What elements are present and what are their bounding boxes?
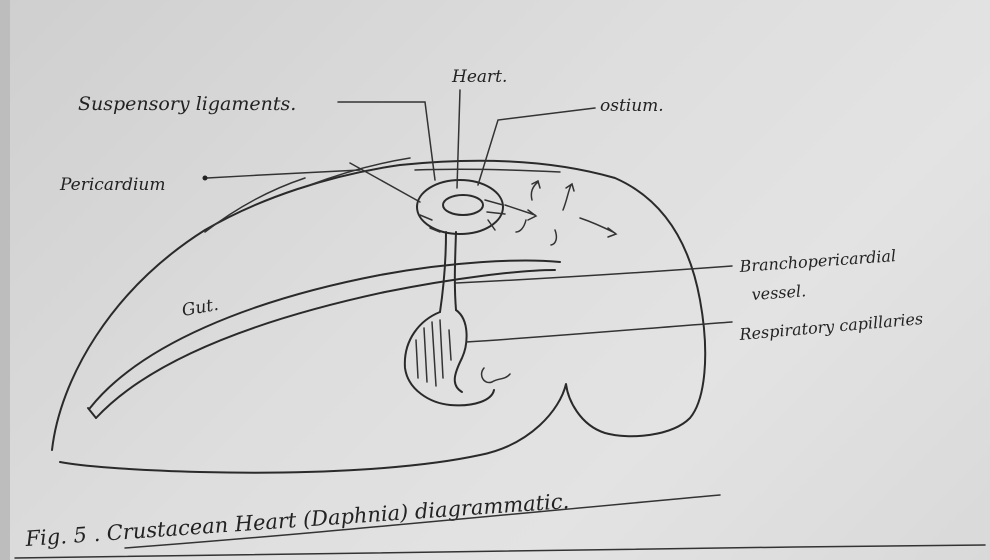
branchiopericardial-vessel [440,232,446,312]
small-mark [482,368,510,383]
body-outline [52,161,705,473]
heart-chamber [443,195,483,215]
label-branchiopericardial: Branchopericardial [738,246,897,276]
respiratory-organ [455,310,467,392]
flow-arrow [531,181,540,200]
label-respiratory-capillaries: Respiratory capillaries [738,309,924,344]
respiratory-capillary [416,340,418,378]
carapace-stroke [415,169,560,172]
flow-arrow [563,184,574,210]
leader-suspensory-1 [338,102,435,180]
flow-arrow [516,220,526,232]
gut [90,261,560,408]
leader-dot [203,176,208,181]
label-suspensory-ligaments: Suspensory ligaments. [78,93,296,115]
paper-edge [0,0,10,560]
respiratory-capillary [432,322,436,386]
flow-arrow [580,218,616,237]
flow-arrow [551,230,556,245]
branchiopericardial-vessel [455,232,456,310]
figure-caption: Fig. 5 . Crustacean Heart (Daphnia) diag… [24,489,570,551]
label-pericardium: Pericardium [59,175,165,195]
leader-ostium [478,108,595,185]
respiratory-organ [405,312,494,405]
leader-heart [457,90,460,188]
pericardial-sac [417,180,503,234]
leader-suspensory-2 [350,163,420,202]
respiratory-capillary [424,328,427,382]
label-ostium: ostium. [600,96,664,116]
gut-end [88,408,96,418]
flow-arrow [505,205,536,220]
leader-respiratory [466,322,732,342]
gut [96,270,555,418]
respiratory-capillary [440,320,443,378]
respiratory-capillary [449,330,451,360]
label-heart: Heart. [451,67,507,87]
label-gut: Gut. [180,295,220,321]
label-vessel: vessel. [751,281,807,304]
page-rule [15,545,985,558]
